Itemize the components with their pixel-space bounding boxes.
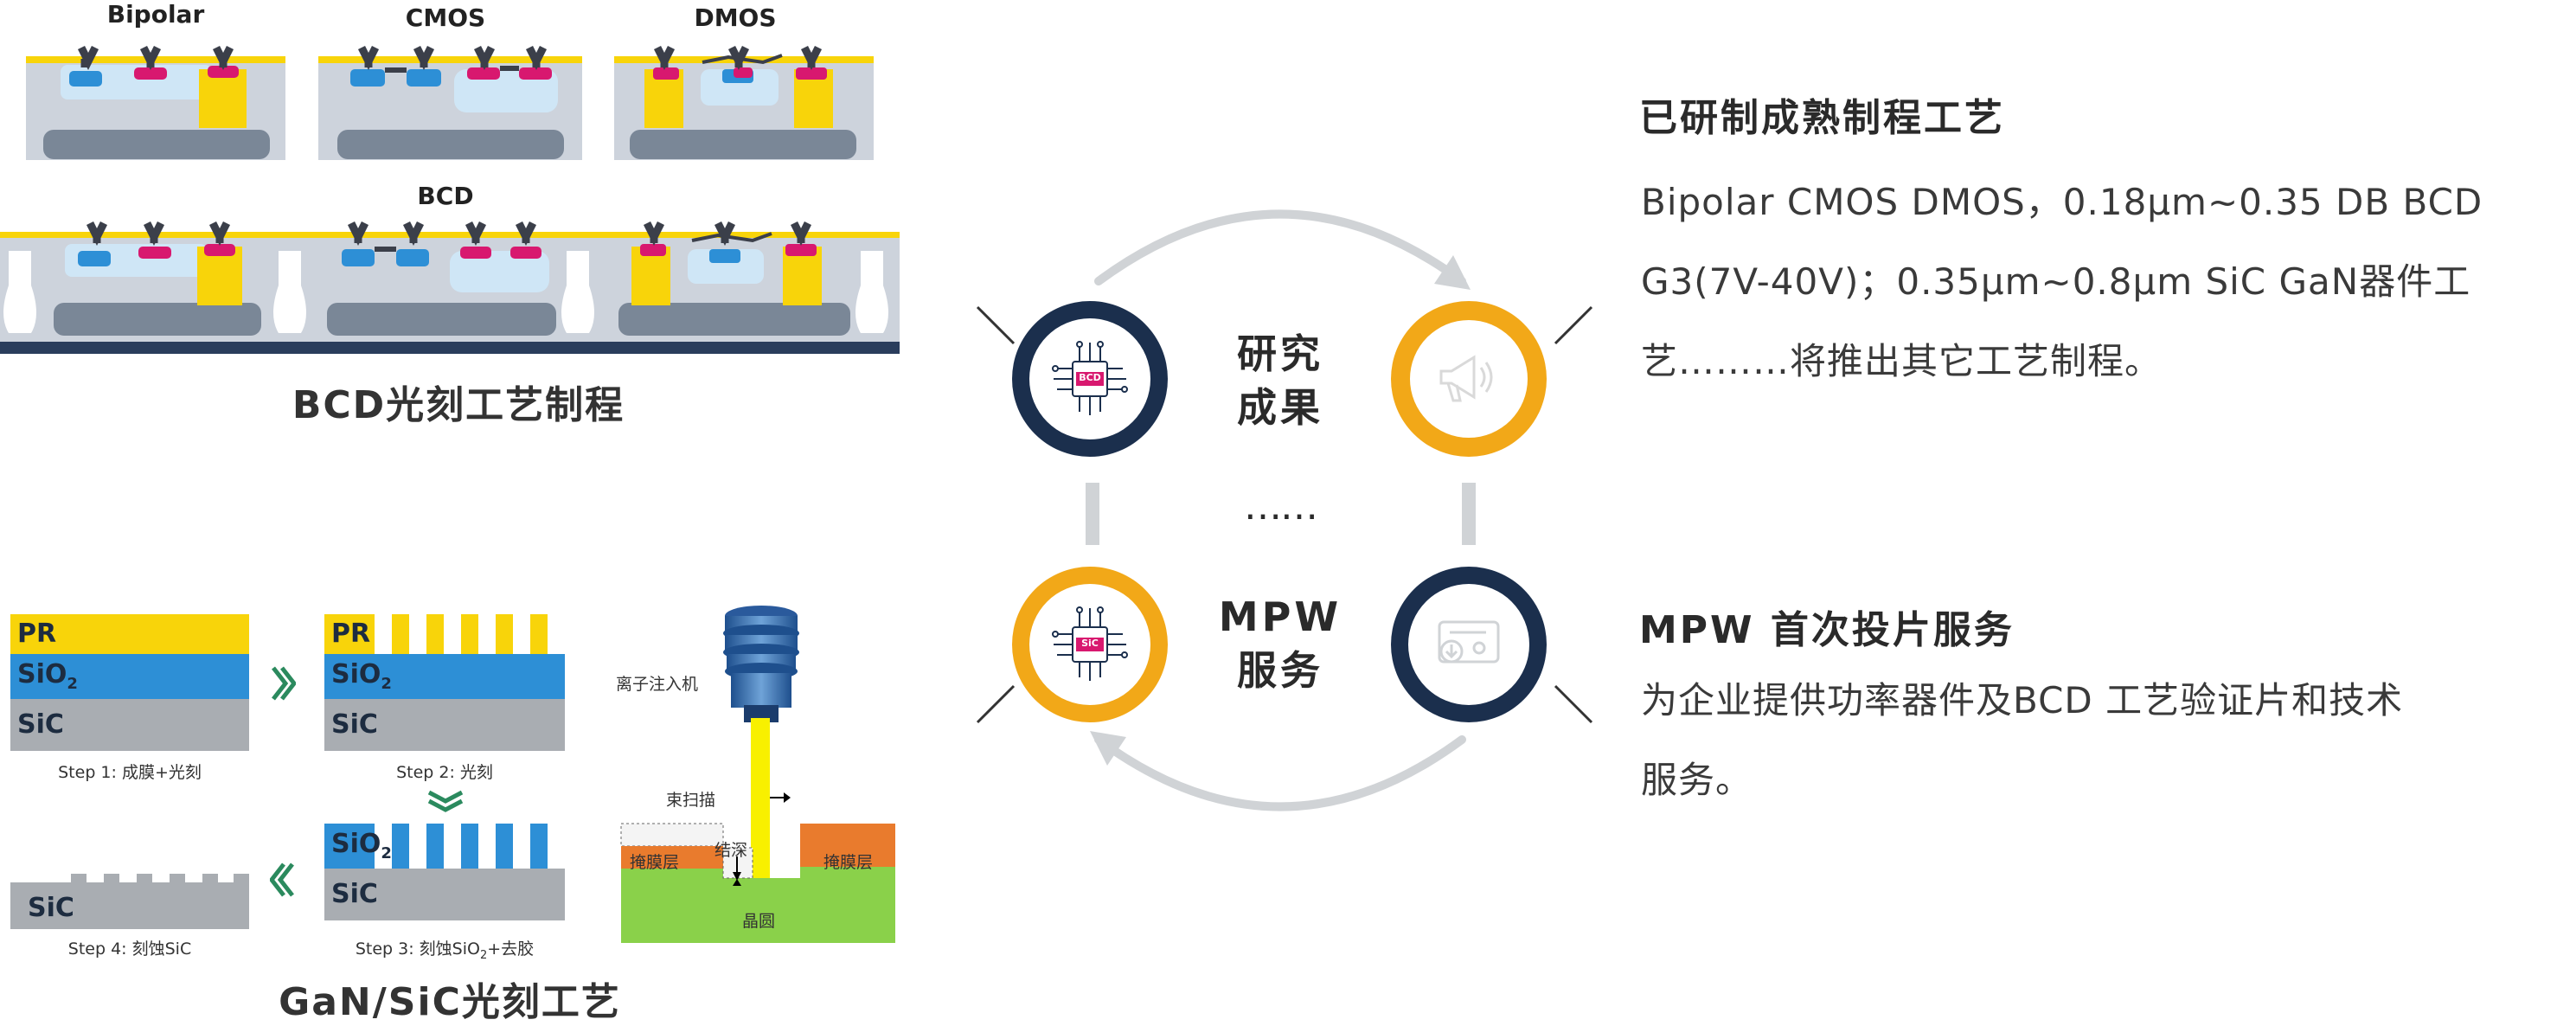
sio2-layer-label: SiO2 xyxy=(331,829,392,862)
section1-line1: Bipolar CMOS DMOS，0.18μm~0.35 DB BCD xyxy=(1641,181,2483,223)
dmos-label: DMOS xyxy=(694,3,777,32)
pr-layer-label: PR xyxy=(17,619,57,649)
bcd-cross-sections xyxy=(0,45,900,354)
etched-sic xyxy=(10,874,249,929)
ion-implanter-label: 离子注入机 xyxy=(616,675,699,694)
cycle-dots: …… xyxy=(1244,484,1318,529)
bcd-chip-circle: BCD xyxy=(1012,301,1168,457)
section1-line2: G3(7V-40V)；0.35μm~0.8μm SiC GaN器件工 xyxy=(1641,260,2471,303)
section2-title: MPW 首次投片服务 xyxy=(1639,608,2015,652)
sio2-layer: SiO2 xyxy=(324,654,565,699)
patterned-pr xyxy=(324,614,548,654)
sic-layer: SiC xyxy=(324,699,565,751)
beam-scan-label: 束扫描 xyxy=(666,791,716,810)
sic-chip-circle: SiC xyxy=(1012,567,1168,722)
section1-title: 已研制成熟制程工艺 xyxy=(1639,96,2005,140)
download-card-circle xyxy=(1391,567,1547,722)
bipolar-label: Bipolar xyxy=(106,0,205,29)
section2-line2: 服务。 xyxy=(1641,759,1753,801)
pr-layer-label: PR xyxy=(331,619,371,649)
bcd-combined-device xyxy=(0,221,900,354)
bcd-diagram-section: Bipolar CMOS DMOS BCD xyxy=(0,0,908,441)
sic-layer-label: SiC xyxy=(17,709,64,740)
research-results-label: 研究 成果 xyxy=(1237,330,1323,431)
chevron-left-icon xyxy=(270,862,294,897)
sic-layer-label: SiC xyxy=(331,879,378,909)
sic-layer-label: SiC xyxy=(28,893,74,923)
cmos-device xyxy=(318,45,582,160)
wafer-label: 晶圆 xyxy=(742,912,776,931)
section1-line3: 艺………将推出其它工艺制程。 xyxy=(1641,340,2163,382)
step1-stack: PR SiO2 SiC xyxy=(10,614,249,761)
ion-implant-illustration xyxy=(620,606,895,943)
step1-caption: Step 1: 成膜+光刻 xyxy=(58,763,202,782)
right-text-section: 已研制成熟制程工艺 Bipolar CMOS DMOS，0.18μm~0.35 … xyxy=(1639,87,2565,865)
cycle-diagram xyxy=(976,209,1593,811)
sic-process-title: GaN/SiC光刻工艺 xyxy=(279,980,621,1024)
junction-depth-label: 结深 xyxy=(714,841,748,860)
step3-caption: Step 3: 刻蚀SiO2+去胶 xyxy=(355,939,535,962)
chevron-down-icon xyxy=(427,790,464,812)
sic-process-section: PR SiO2 SiC Step 1: 成膜+光刻 PR SiO2 SiC xyxy=(0,597,917,1025)
section2-line1: 为企业提供功率器件及BCD 工艺验证片和技术 xyxy=(1641,679,2404,721)
step2-stack: PR SiO2 SiC xyxy=(324,614,565,761)
chip-sic-text: SiC xyxy=(1081,638,1099,649)
sic-layer: SiC xyxy=(10,699,249,751)
mask-layer-left-label: 掩膜层 xyxy=(630,853,680,872)
step4-caption: Step 4: 刻蚀SiC xyxy=(67,939,192,959)
mask-layer-right-label: 掩膜层 xyxy=(823,853,874,872)
download-card-icon xyxy=(1438,620,1500,664)
bcd-label: BCD xyxy=(417,182,474,210)
step2-caption: Step 2: 光刻 xyxy=(396,763,493,782)
pr-layer: PR xyxy=(10,614,249,654)
section1-body: Bipolar CMOS DMOS，0.18μm~0.35 DB BCD G3(… xyxy=(1641,163,2562,401)
sic-layer-label: SiC xyxy=(331,709,378,740)
chip-icon xyxy=(1052,341,1128,415)
dmos-device xyxy=(614,45,874,160)
mpw-service-label: MPW 服务 xyxy=(1218,593,1342,694)
patterned-sio2 xyxy=(324,824,548,869)
chevron-right-icon xyxy=(272,666,296,701)
step4-stack: SiC xyxy=(10,874,249,943)
sio2-layer-label: SiO2 xyxy=(17,659,78,693)
sio2-layer-label: SiO2 xyxy=(331,659,392,693)
chip-icon xyxy=(1052,606,1128,681)
megaphone-circle xyxy=(1391,301,1547,457)
chip-bcd-text: BCD xyxy=(1079,372,1101,383)
sio2-layer: SiO2 xyxy=(10,654,249,699)
step3-stack: SiO2 SiC xyxy=(324,824,565,936)
bipolar-device xyxy=(26,45,285,160)
cmos-label: CMOS xyxy=(405,3,486,32)
megaphone-icon xyxy=(1439,355,1493,402)
bcd-process-title: BCD光刻工艺制程 xyxy=(292,383,625,427)
sic-layer: SiC xyxy=(324,869,565,920)
section2-body: 为企业提供功率器件及BCD 工艺验证片和技术 服务。 xyxy=(1641,661,2562,820)
